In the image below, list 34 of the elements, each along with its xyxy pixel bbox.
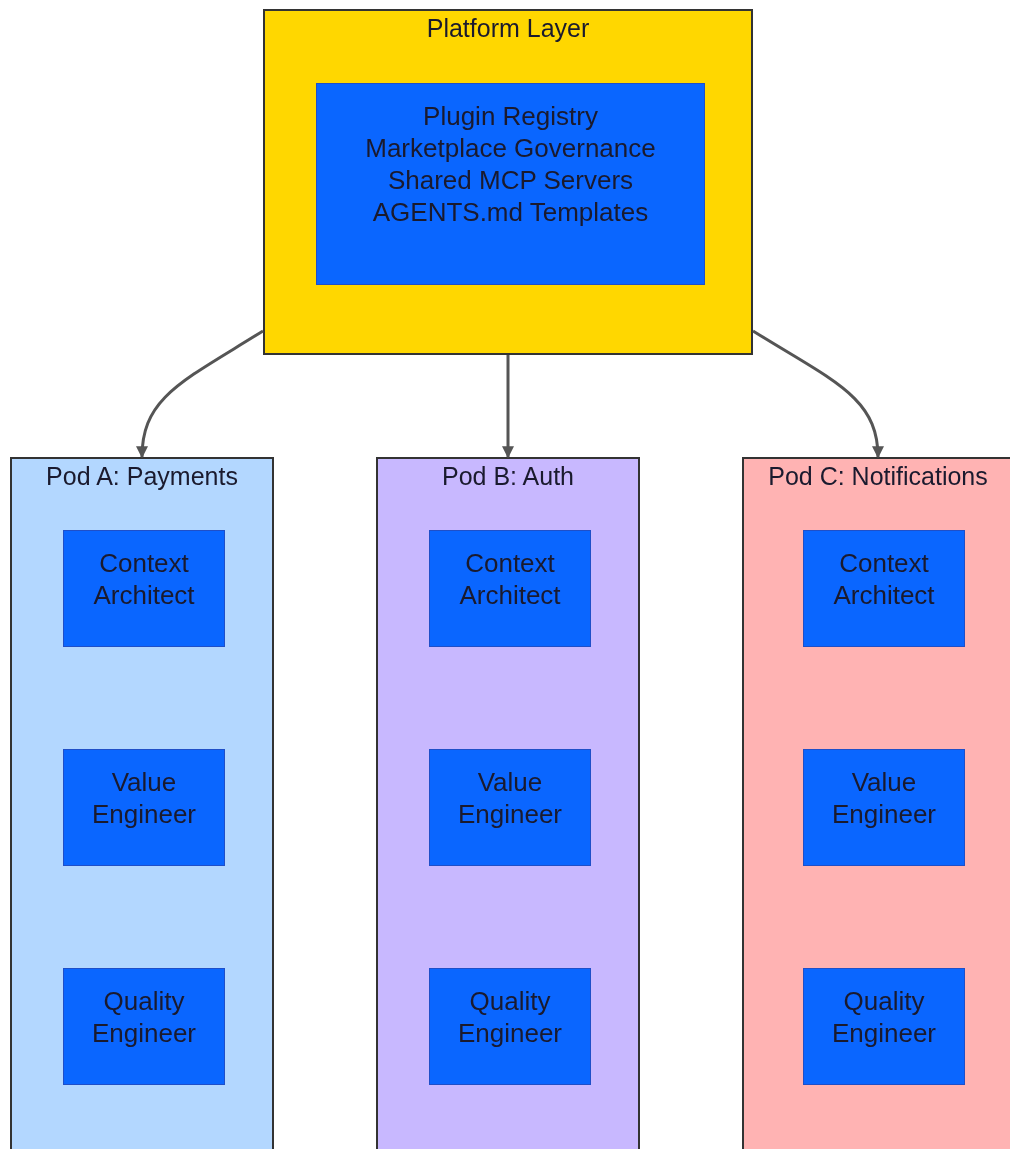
role-box [803,968,965,1085]
role-box [63,530,225,647]
box-text: Context Architect [832,547,936,611]
group-title: Pod C: Notifications [768,462,988,490]
box-text: Shared MCP Servers [386,164,635,196]
role-box [63,749,225,866]
arrow [752,329,884,459]
role-box [429,968,591,1085]
box-text: Quality Engineer [830,985,938,1049]
group-title: Pod B: Auth [441,462,574,490]
group-title: Pod A: Payments [46,462,238,490]
group-title: Platform Layer [426,14,590,42]
role-box [429,749,591,866]
box-text: Context Architect [458,547,562,611]
box-text: Value Engineer [456,766,564,830]
role-box [803,749,965,866]
box-text: Value Engineer [90,766,198,830]
group-box [263,9,753,355]
box-text: Quality Engineer [90,985,198,1049]
group-box [10,457,274,1149]
box-text: Marketplace Governance [364,132,657,164]
box-text: Plugin Registry [422,100,599,132]
role-box [316,83,705,285]
arrow [502,355,514,459]
box-text: Context Architect [92,547,196,611]
role-box [63,968,225,1085]
box-text: Value Engineer [830,766,938,830]
group-box [376,457,640,1149]
box-text: Quality Engineer [456,985,564,1049]
arrow [136,329,264,459]
role-box [803,530,965,647]
group-box [742,457,1010,1149]
box-text: AGENTS.md Templates [371,196,650,228]
role-box [429,530,591,647]
